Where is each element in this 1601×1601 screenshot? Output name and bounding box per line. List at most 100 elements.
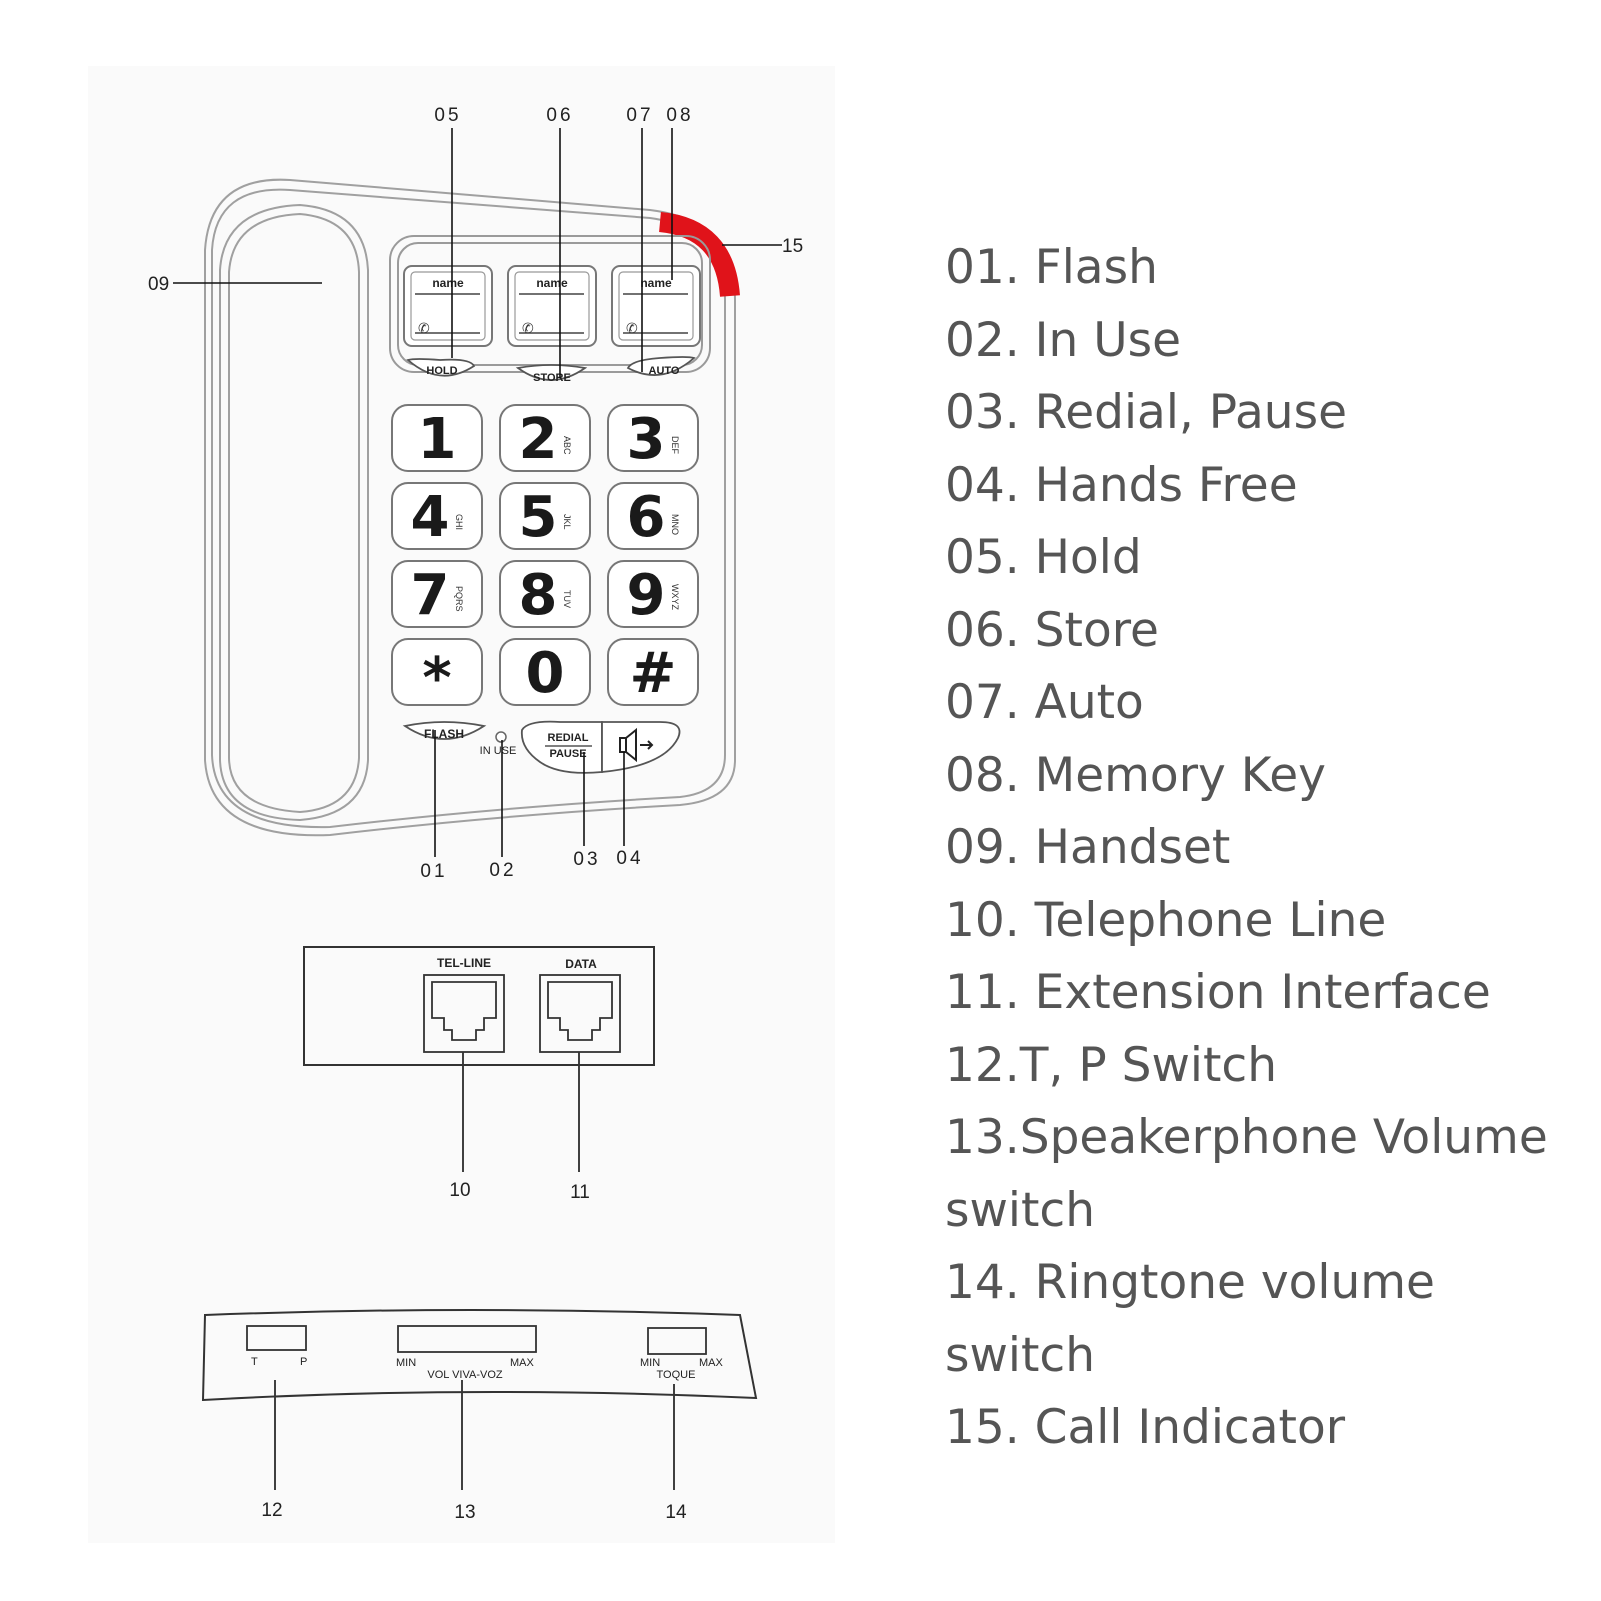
svg-text:PAUSE: PAUSE	[549, 748, 586, 760]
memory-key-name: name	[536, 276, 568, 290]
svg-text:5: 5	[519, 485, 558, 550]
svg-text:6: 6	[627, 485, 666, 550]
svg-text:PQRS: PQRS	[454, 586, 464, 612]
key-3[interactable]: 3 DEF	[607, 404, 699, 472]
legend-item: 13.Speakerphone Volume switch	[945, 1110, 1548, 1238]
call-indicator	[658, 212, 740, 298]
callout-04: 04	[616, 848, 643, 869]
callout-09: 09	[148, 274, 169, 295]
tel-line-jack[interactable]	[423, 974, 505, 1053]
callout-12: 12	[261, 1500, 282, 1521]
legend-item: 02. In Use	[945, 312, 1182, 368]
svg-text:MIN: MIN	[396, 1357, 416, 1369]
svg-text:MNO: MNO	[670, 514, 680, 535]
legend-item: 07. Auto	[945, 675, 1144, 730]
key-hash[interactable]: #	[607, 638, 699, 706]
legend-item: 01. Flash	[945, 240, 1158, 295]
svg-text:JKL: JKL	[562, 514, 572, 530]
memory-key-3[interactable]: name ✆	[611, 265, 701, 347]
key-0[interactable]: 0	[499, 638, 591, 706]
svg-text:FLASH: FLASH	[424, 727, 464, 741]
key-4[interactable]: 4 GHI	[391, 482, 483, 550]
key-9[interactable]: 9 WXYZ	[607, 560, 699, 628]
svg-text:1: 1	[418, 407, 457, 472]
key-7[interactable]: 7 PQRS	[391, 560, 483, 628]
memory-key-1[interactable]: name ✆	[403, 265, 493, 347]
legend-item: 04. Hands Free	[945, 457, 1298, 513]
svg-text:TUV: TUV	[562, 590, 572, 608]
callout-01: 01	[420, 861, 447, 882]
callout-15: 15	[782, 236, 803, 257]
in-use-label: IN USE	[480, 745, 517, 757]
svg-text:TOQUE: TOQUE	[657, 1369, 696, 1381]
legend-item: 12.T, P Switch	[945, 1037, 1278, 1093]
hands-free-button[interactable]	[601, 721, 681, 773]
legend-item: 15. Call Indicator	[945, 1400, 1346, 1455]
legend-item: 05. Hold	[945, 530, 1142, 585]
legend-item: 09. Handset	[945, 820, 1231, 875]
svg-text:*: *	[422, 646, 451, 711]
key-5[interactable]: 5 JKL	[499, 482, 591, 550]
key-6[interactable]: 6 MNO	[607, 482, 699, 550]
handset-icon: ✆	[418, 320, 430, 336]
keypad: 1 2 ABC 3 DEF 4 GHI 5 JKL 6 MNO	[391, 404, 699, 711]
callout-10: 10	[449, 1180, 470, 1201]
hold-button[interactable]: HOLD	[406, 358, 476, 377]
svg-text:4: 4	[411, 485, 450, 550]
svg-text:7: 7	[411, 563, 450, 628]
svg-text:8: 8	[519, 563, 558, 628]
svg-text:2: 2	[519, 407, 558, 472]
key-8[interactable]: 8 TUV	[499, 560, 591, 628]
callout-05: 05	[434, 105, 461, 126]
svg-text:HOLD: HOLD	[426, 365, 457, 377]
callout-02: 02	[489, 860, 516, 881]
legend-item: 03. Redial, Pause	[945, 385, 1348, 440]
key-2[interactable]: 2 ABC	[499, 404, 591, 472]
svg-text:MAX: MAX	[510, 1357, 535, 1369]
legend-item: 14. Ringtone volume switch	[945, 1255, 1435, 1383]
store-button[interactable]: STORE	[515, 364, 588, 384]
legend-list: 01. Flash 02. In Use 03. Redial, Pause 0…	[945, 232, 1565, 1465]
svg-text:MIN: MIN	[640, 1357, 660, 1369]
handset-icon: ✆	[522, 320, 534, 336]
speakerphone-volume-switch[interactable]	[397, 1325, 537, 1353]
svg-text:T: T	[251, 1356, 258, 1368]
legend-item: 06. Store	[945, 602, 1159, 658]
svg-text:VOL VIVA-VOZ: VOL VIVA-VOZ	[427, 1369, 502, 1381]
callout-13: 13	[454, 1502, 475, 1523]
key-star[interactable]: *	[391, 638, 483, 711]
memory-key-name: name	[640, 276, 672, 290]
data-jack[interactable]	[539, 974, 621, 1053]
svg-text:AUTO: AUTO	[649, 365, 680, 377]
ringtone-volume-switch[interactable]	[647, 1327, 707, 1355]
callout-08: 08	[666, 105, 693, 126]
redial-pause-button[interactable]: REDIAL PAUSE	[520, 720, 603, 774]
svg-text:3: 3	[627, 407, 666, 472]
auto-button[interactable]: AUTO	[626, 356, 696, 377]
speaker-icon	[619, 727, 654, 763]
handset	[219, 203, 369, 822]
svg-text:MAX: MAX	[699, 1357, 724, 1369]
svg-text:9: 9	[627, 563, 666, 628]
memory-key-name: name	[432, 276, 464, 290]
in-use-led	[495, 731, 507, 743]
callout-numbers: 05 06 07 08 09 15 01 02 03 04 10 11 12 1…	[148, 105, 803, 1523]
flash-button[interactable]: FLASH	[402, 721, 487, 741]
memory-key-2[interactable]: name ✆	[507, 265, 597, 347]
callout-14: 14	[665, 1502, 687, 1523]
svg-text:WXYZ: WXYZ	[670, 584, 680, 611]
bottom-panel: T P MIN MAX VOL VIVA-VOZ MIN MAX TOQUE	[201, 1309, 758, 1402]
svg-text:REDIAL: REDIAL	[548, 732, 589, 744]
callout-07: 07	[626, 105, 653, 126]
handset-icon: ✆	[626, 320, 638, 336]
key-1[interactable]: 1	[391, 404, 483, 472]
svg-text:#: #	[630, 641, 677, 706]
callout-11: 11	[570, 1182, 590, 1203]
callout-lines	[173, 128, 782, 1490]
svg-text:0: 0	[526, 641, 565, 706]
legend-item: 10. Telephone Line	[945, 892, 1387, 948]
data-label: DATA	[565, 957, 597, 971]
tel-line-label: TEL-LINE	[437, 956, 491, 970]
t-p-switch[interactable]	[246, 1325, 307, 1351]
